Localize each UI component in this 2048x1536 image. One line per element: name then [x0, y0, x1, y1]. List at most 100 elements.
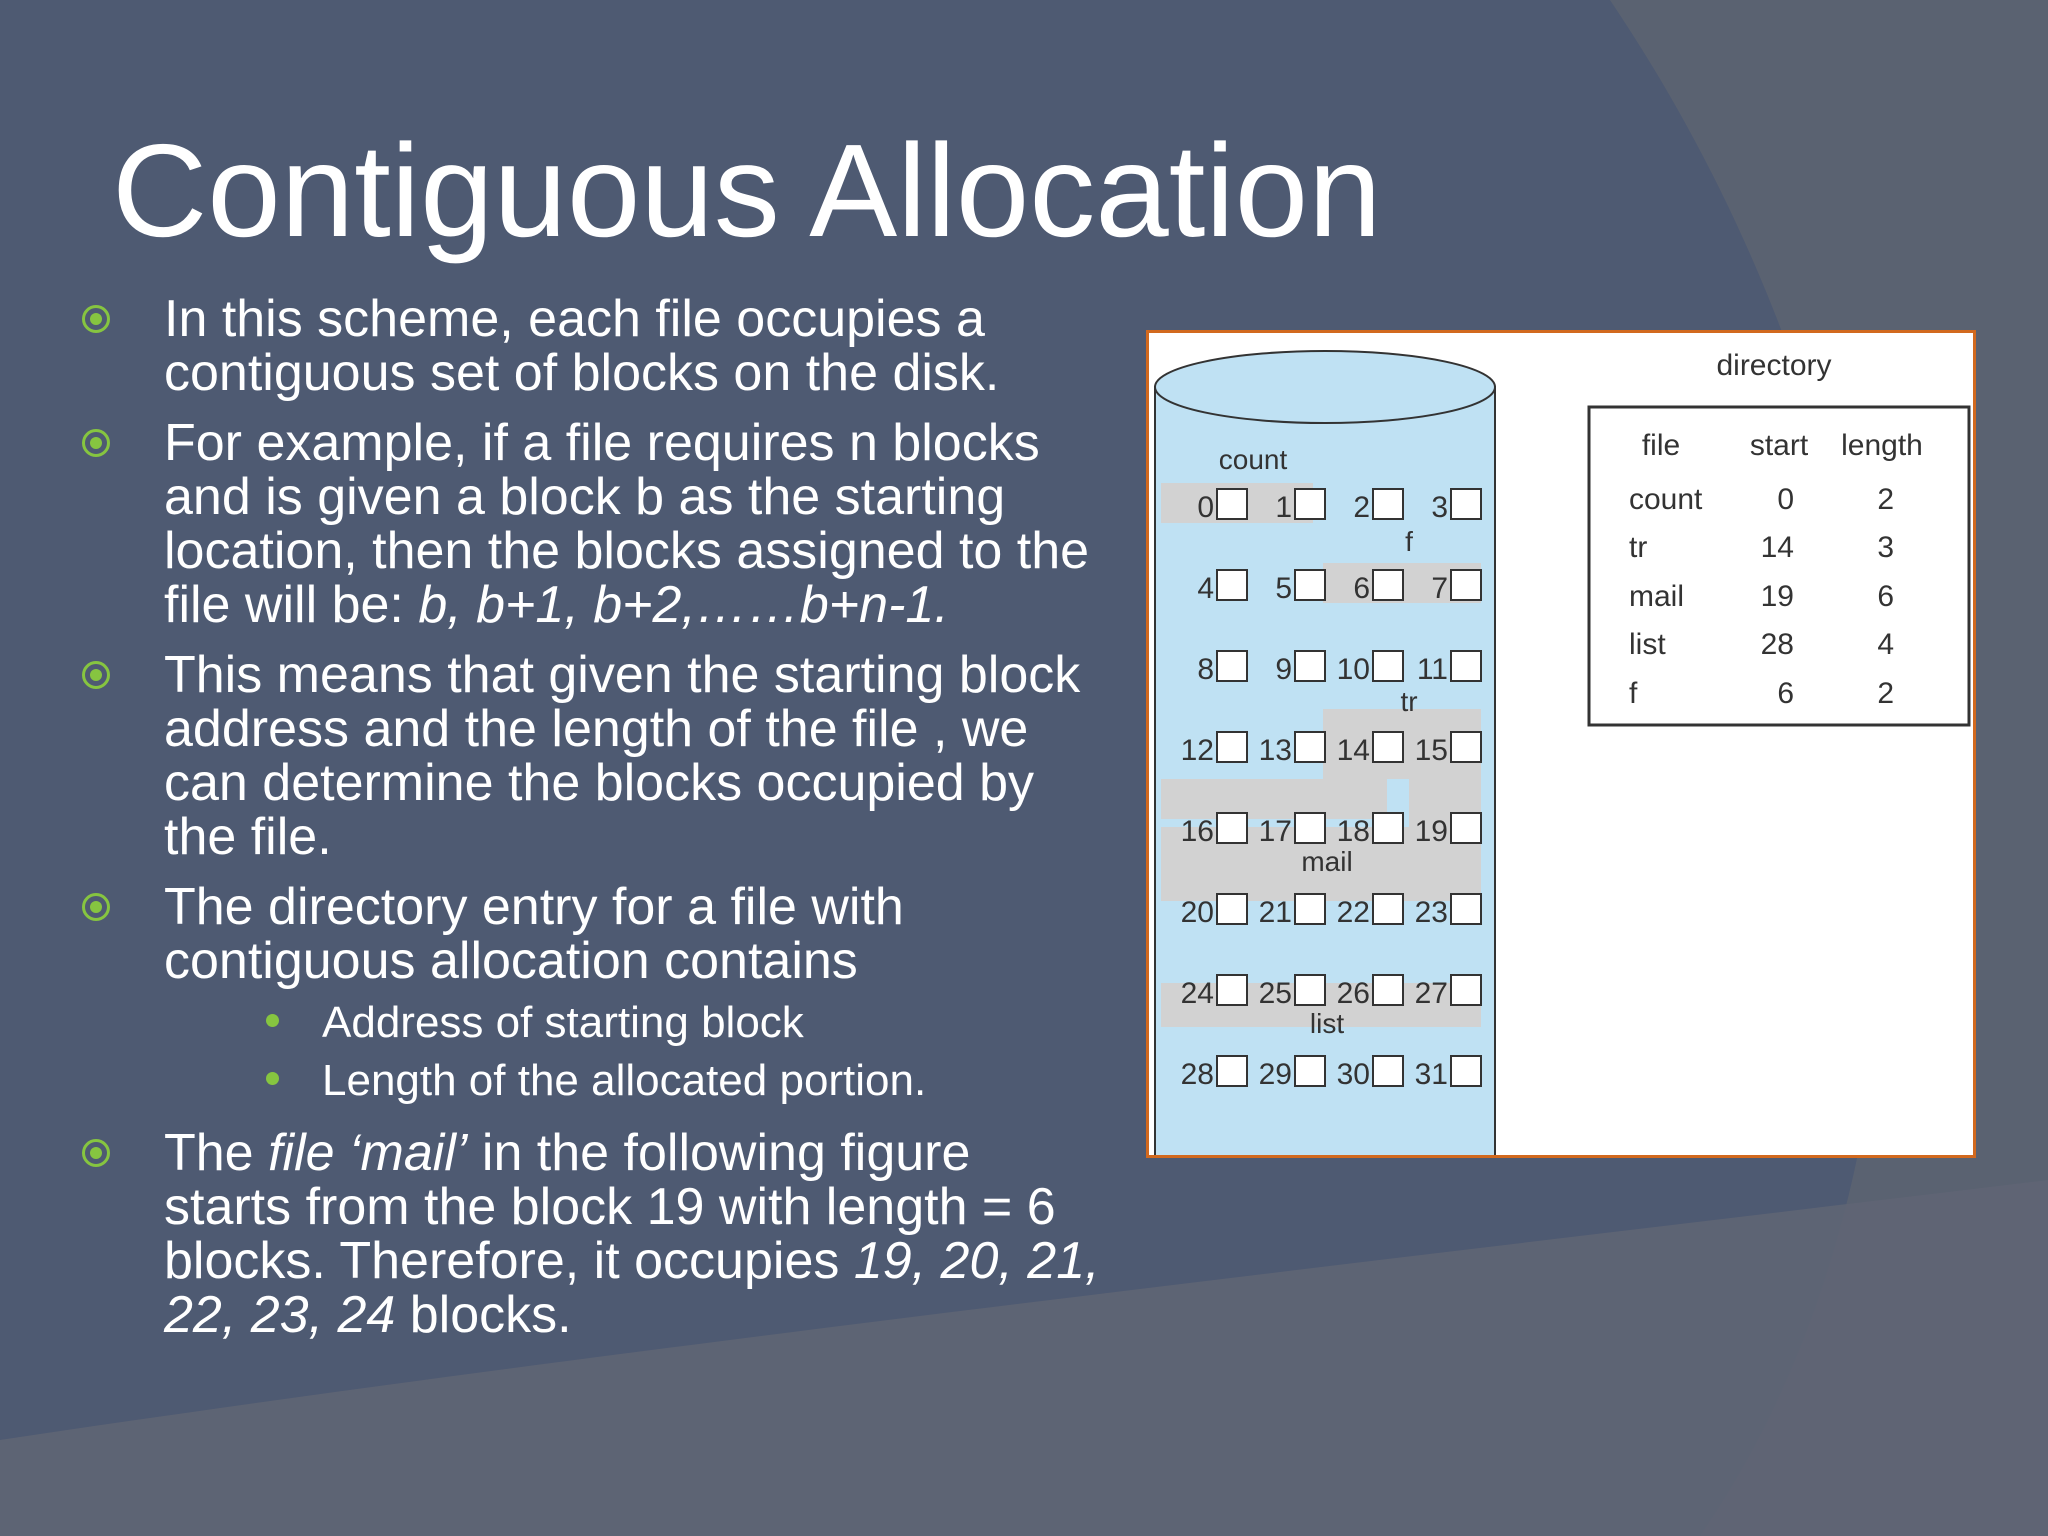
block-box [1216, 569, 1248, 601]
directory-cell: 19 [1761, 580, 1794, 613]
block-number: 2 [1353, 491, 1370, 524]
file-label: count [1219, 444, 1288, 475]
block-box [1450, 893, 1482, 925]
slide-title: Contiguous Allocation [112, 117, 1382, 264]
block-number: 27 [1415, 977, 1448, 1010]
directory-cell: 3 [1877, 531, 1894, 564]
block-number: 26 [1337, 977, 1370, 1010]
block-number: 20 [1181, 896, 1214, 929]
block-number: 1 [1275, 491, 1292, 524]
block-number: 21 [1259, 896, 1292, 929]
directory-cell: 14 [1761, 531, 1794, 564]
file-label: f [1405, 526, 1413, 557]
sub-bullet-dot-icon [266, 1072, 279, 1085]
bullet-item: The file ‘mail’ in the following figure … [72, 1126, 1102, 1342]
bullet-marker-icon [82, 1139, 110, 1167]
block-number: 8 [1197, 653, 1214, 686]
block-number: 13 [1259, 734, 1292, 767]
block-box [1372, 650, 1404, 682]
block-number: 7 [1431, 572, 1448, 605]
block-box [1216, 812, 1248, 844]
block-box [1450, 650, 1482, 682]
block-number: 22 [1337, 896, 1370, 929]
block-number: 5 [1275, 572, 1292, 605]
directory-header: start [1750, 429, 1809, 462]
block-box [1372, 1055, 1404, 1087]
block-box [1216, 974, 1248, 1006]
bullet-text: For example, if a file requires n blocks… [164, 414, 1090, 634]
block-number: 17 [1259, 815, 1292, 848]
block-box [1450, 812, 1482, 844]
bullet-text: In this scheme, each file occupies a con… [164, 290, 1000, 402]
block-box [1294, 650, 1326, 682]
block-box [1372, 731, 1404, 763]
bullet-item: In this scheme, each file occupies a con… [72, 292, 1102, 400]
block-number: 30 [1337, 1058, 1370, 1091]
directory-cell: f [1629, 677, 1638, 710]
block-number: 11 [1417, 653, 1448, 686]
block-box [1450, 569, 1482, 601]
bullet-item: This means that given the starting block… [72, 648, 1102, 864]
file-label: tr [1400, 686, 1417, 717]
block-number: 28 [1181, 1058, 1214, 1091]
bullet-text: The directory entry for a file with cont… [164, 878, 904, 990]
bullet-item: For example, if a file requires n blocks… [72, 416, 1102, 632]
bullet-marker-icon [82, 305, 110, 333]
block-box [1450, 731, 1482, 763]
block-box [1372, 812, 1404, 844]
block-box [1294, 569, 1326, 601]
block-number: 14 [1337, 734, 1370, 767]
block-number: 18 [1337, 815, 1370, 848]
block-box [1450, 1055, 1482, 1087]
sub-bullet-item: Address of starting block [164, 994, 1102, 1052]
sub-bullet-dot-icon [266, 1014, 279, 1027]
directory-header: file [1642, 429, 1680, 462]
bullet-text: blocks. [395, 1286, 572, 1344]
block-box [1294, 812, 1326, 844]
block-number: 9 [1275, 653, 1292, 686]
block-number: 25 [1259, 977, 1292, 1010]
block-box [1216, 650, 1248, 682]
block-number: 6 [1353, 572, 1370, 605]
sub-bullet-item: Length of the allocated portion. [164, 1052, 1102, 1110]
file-label: mail [1301, 846, 1352, 877]
block-box [1372, 974, 1404, 1006]
directory-cell: 4 [1877, 628, 1894, 661]
bullet-text: The [164, 1124, 269, 1182]
bullet-list: In this scheme, each file occupies a con… [72, 292, 1102, 1358]
directory-cell: 28 [1761, 628, 1794, 661]
block-number: 16 [1181, 815, 1214, 848]
block-number: 29 [1259, 1058, 1292, 1091]
block-number: 4 [1197, 572, 1214, 605]
directory-cell: count [1629, 483, 1703, 516]
directory-cell: 0 [1777, 483, 1794, 516]
directory-cell: 6 [1777, 677, 1794, 710]
directory-cell: list [1629, 628, 1666, 661]
block-box [1450, 974, 1482, 1006]
sub-bullet-text: Address of starting block [322, 998, 804, 1047]
block-box [1372, 488, 1404, 520]
block-box [1294, 731, 1326, 763]
block-box [1294, 974, 1326, 1006]
sub-bullet-text: Length of the allocated portion. [322, 1056, 927, 1105]
directory-cell: 2 [1877, 483, 1894, 516]
bullet-text: file ‘mail’ [268, 1124, 468, 1182]
bullet-marker-icon [82, 429, 110, 457]
bullet-item: The directory entry for a file with cont… [72, 880, 1102, 1110]
directory-table-border [1587, 405, 1971, 727]
block-number: 23 [1415, 896, 1448, 929]
block-box [1450, 488, 1482, 520]
bullet-marker-icon [82, 893, 110, 921]
bullet-text: in the following figure starts from the … [164, 1124, 1056, 1290]
directory-cell: mail [1629, 580, 1684, 613]
block-box [1294, 893, 1326, 925]
block-number: 12 [1181, 734, 1214, 767]
bullet-marker-icon [82, 661, 110, 689]
block-number: 3 [1431, 491, 1448, 524]
block-number: 15 [1415, 734, 1448, 767]
directory-label: directory [1716, 349, 1831, 382]
file-label: list [1310, 1008, 1344, 1039]
block-box [1216, 1055, 1248, 1087]
disk-cylinder-top [1154, 350, 1496, 424]
